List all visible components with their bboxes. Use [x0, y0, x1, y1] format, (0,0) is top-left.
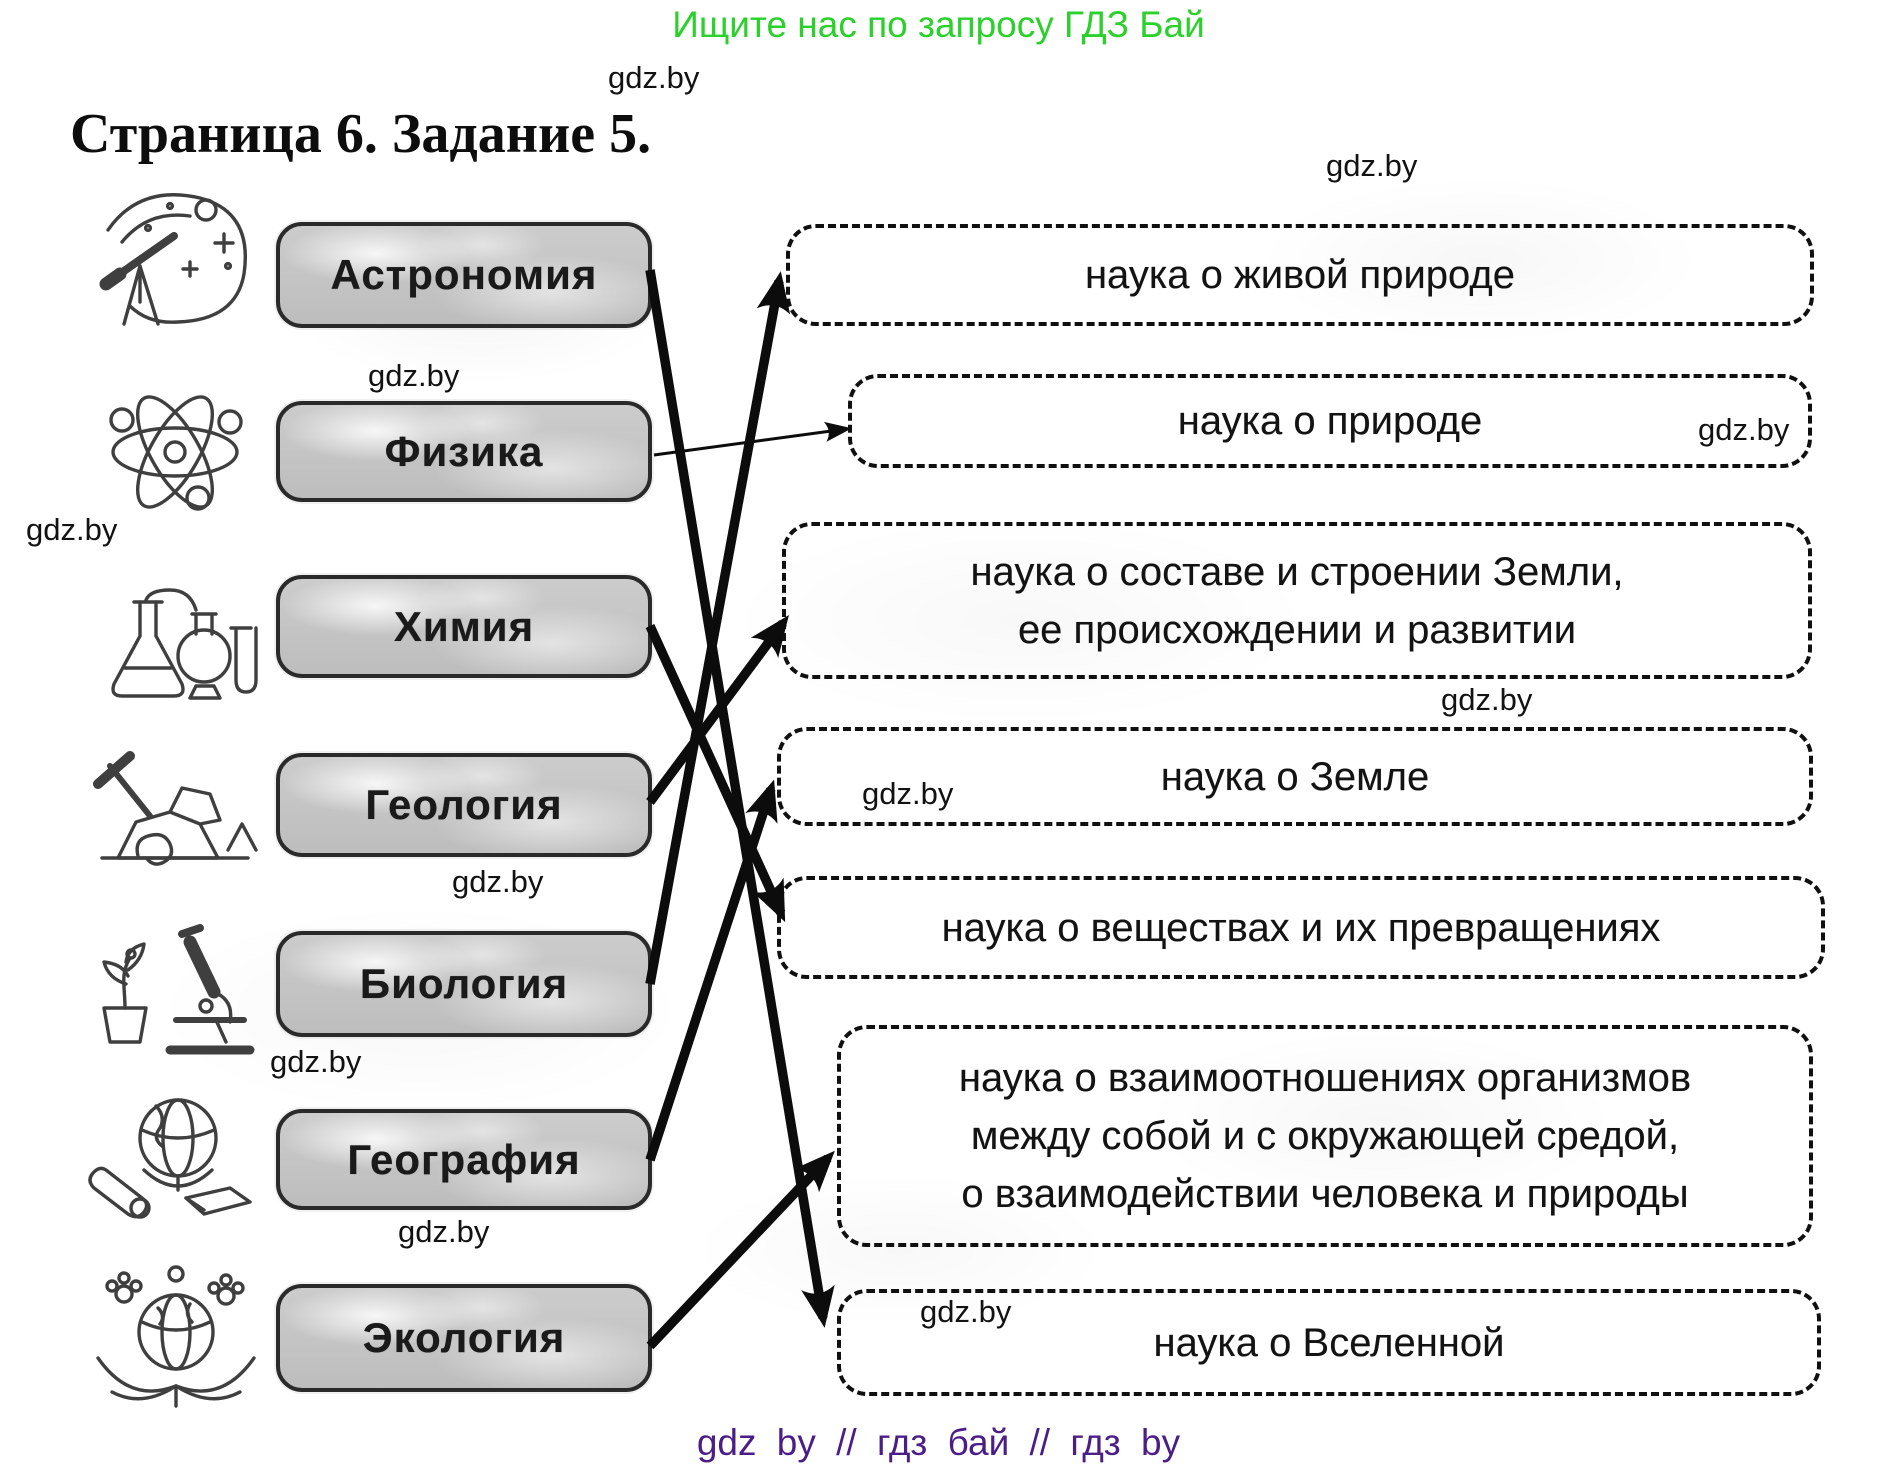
- science-label: Биология: [359, 960, 569, 1007]
- definition-text: наука о взаимоотношениях организмов: [958, 1056, 1692, 1100]
- watermark: gdz.by: [368, 358, 460, 393]
- definition-text: наука о природе: [1177, 399, 1483, 443]
- definition-box-organisms-environment: наука о взаимоотношениях организмов межд…: [837, 1025, 1813, 1247]
- microscope-plant-icon: [78, 908, 273, 1063]
- definition-box-nature: наука о природе: [848, 374, 1812, 468]
- atom-icon: [78, 382, 273, 522]
- match-arrow: [645, 779, 778, 1162]
- science-button-chemistry: Химия: [276, 575, 652, 678]
- science-label: Химия: [393, 602, 535, 650]
- science-button-astronomy: Астрономия: [276, 222, 652, 328]
- definition-text: ее происхождении и развитии: [1017, 607, 1577, 652]
- watermark: gdz.by: [1698, 412, 1790, 447]
- watermark: gdz.by: [26, 512, 118, 547]
- chemistry-flasks-icon: [78, 556, 273, 706]
- footer-links: gdz by // гдз бай // гдз by: [696, 1422, 1181, 1463]
- science-button-biology: Биология: [276, 931, 652, 1037]
- science-button-physics: Физика: [276, 401, 652, 502]
- watermark: gdz.by: [608, 60, 700, 95]
- globe-book-icon: [78, 1086, 273, 1236]
- science-button-ecology: Экология: [276, 1284, 652, 1392]
- definition-box-earth-structure: наука о составе и строении Земли, ее про…: [782, 522, 1812, 679]
- definition-text: наука о Земле: [1160, 754, 1430, 799]
- science-button-geology: Геология: [276, 753, 652, 857]
- watermark: gdz.by: [1441, 682, 1533, 717]
- watermark: gdz.by: [270, 1044, 362, 1079]
- match-arrow: [646, 1150, 835, 1350]
- match-arrow: [646, 614, 789, 805]
- watermark: gdz.by: [920, 1294, 1012, 1329]
- match-arrow: [653, 421, 852, 457]
- science-label: Астрономия: [330, 251, 598, 298]
- definition-text: наука о живой природе: [1084, 253, 1516, 297]
- definition-box-universe: наука о Вселенной: [837, 1289, 1821, 1396]
- science-label: Геология: [365, 781, 563, 828]
- match-arrow: [645, 271, 791, 985]
- watermark: gdz.by: [452, 864, 544, 899]
- science-label: Физика: [384, 427, 544, 475]
- definition-box-earth: наука о Земле: [777, 727, 1813, 826]
- page-title: Страница 6. Задание 5.: [70, 103, 652, 165]
- definition-text: наука о веществах и их превращениях: [941, 905, 1661, 950]
- telescope-icon: [78, 182, 273, 334]
- definition-text: наука о Вселенной: [1153, 1320, 1505, 1365]
- match-arrow: [645, 624, 786, 923]
- promo-header: Ищите нас по запросу ГДЗ Бай: [672, 4, 1205, 45]
- definition-text: между собой и с окружающей средой,: [970, 1114, 1680, 1158]
- watermark: gdz.by: [862, 776, 954, 811]
- definition-text: о взаимодействии человека и природы: [961, 1172, 1689, 1216]
- science-label: География: [347, 1135, 581, 1183]
- earth-plants-icon: [78, 1258, 273, 1408]
- watermark: gdz.by: [1326, 148, 1418, 183]
- definition-text: наука о составе и строении Земли,: [970, 549, 1624, 594]
- science-button-geography: География: [276, 1109, 652, 1210]
- fossils-icon: [78, 738, 273, 873]
- definition-box-living-nature: наука о живой природе: [786, 224, 1814, 326]
- watermark: gdz.by: [398, 1214, 490, 1249]
- science-label: Экология: [362, 1314, 566, 1361]
- definition-box-substances: наука о веществах и их превращениях: [777, 876, 1825, 979]
